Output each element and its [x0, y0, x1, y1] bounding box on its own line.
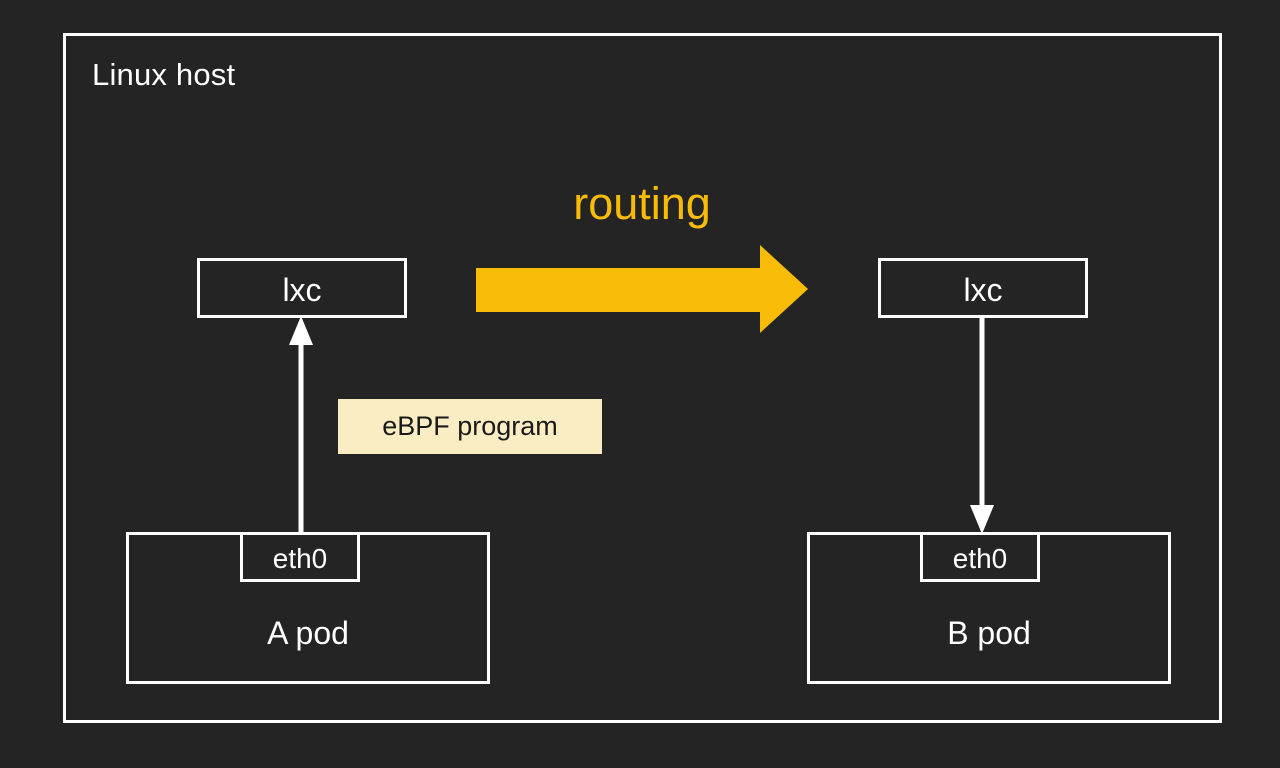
eth0-box-b: eth0	[920, 532, 1040, 582]
lxc-box-left: lxc	[197, 258, 407, 318]
eth0-box-a: eth0	[240, 532, 360, 582]
linux-host-frame	[63, 33, 1222, 723]
ebpf-program-chip: eBPF program	[338, 399, 602, 454]
eth0-label-a: eth0	[272, 543, 328, 574]
lxc-box-right: lxc	[878, 258, 1088, 318]
eth0-label-b: eth0	[952, 543, 1008, 574]
pod-label-a: A pod	[267, 615, 349, 651]
pod-label-b: B pod	[947, 615, 1031, 651]
routing-label: routing	[573, 178, 711, 229]
lxc-label-left: lxc	[282, 272, 322, 308]
lxc-label-right: lxc	[963, 272, 1003, 308]
linux-host-label: Linux host	[92, 57, 236, 92]
